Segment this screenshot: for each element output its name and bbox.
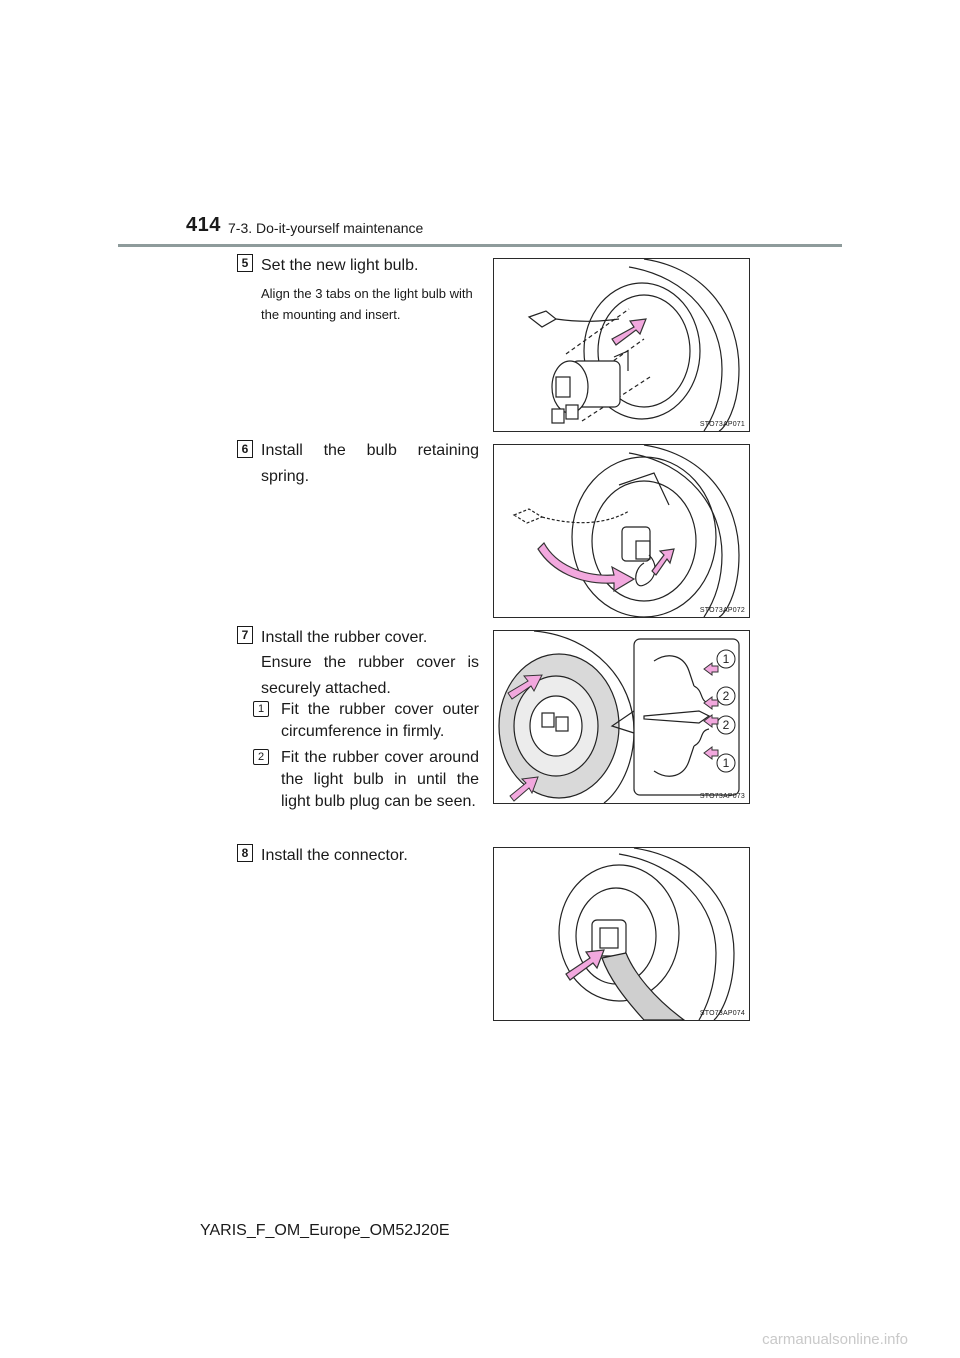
document-id: YARIS_F_OM_Europe_OM52J20E — [200, 1222, 450, 1239]
step-8-badge: 8 — [237, 844, 253, 862]
substep-2-text: Fit the rubber cover around the light bu… — [281, 749, 479, 810]
page-number: 414 — [186, 214, 221, 236]
step-6-badge: 6 — [237, 440, 253, 458]
substep-1-text: Fit the rubber cover outer circumference… — [281, 701, 479, 740]
figure-set-bulb: STO73AP071 — [493, 258, 750, 432]
step-7-title: Install the rubber cover. — [261, 629, 428, 646]
figure-retaining-spring: STO73AP072 — [493, 444, 750, 618]
arrow-icon — [651, 548, 675, 576]
watermark: carmanualsonline.info — [762, 1331, 908, 1348]
figure-code: STO73AP074 — [699, 1010, 745, 1017]
substep-1-badge: 1 — [253, 701, 269, 717]
wire-harness — [601, 952, 686, 1020]
arrow-icon — [509, 776, 539, 802]
figure-code: STO73AP073 — [699, 793, 745, 800]
step-5-title: Set the new light bulb. — [261, 257, 419, 274]
step-8-title: Install the connector. — [261, 847, 408, 864]
figure-connector: STO73AP074 — [493, 847, 750, 1021]
bulb-insert-illustration — [527, 259, 740, 431]
step-5-badge: 5 — [237, 254, 253, 272]
arrow-icon — [565, 949, 605, 981]
step-5-note: Align the 3 tabs on the light bulb with … — [261, 286, 473, 322]
callout-2-bottom: 2 — [723, 718, 730, 732]
step-7-text: Ensure the rubber cover is securely atta… — [261, 654, 479, 697]
callout-1-top: 1 — [723, 652, 730, 666]
step-7-badge: 7 — [237, 626, 253, 644]
section-title: 7-3. Do-it-yourself maintenance — [228, 220, 424, 236]
rotate-arrow-icon — [537, 542, 636, 593]
figure-code: STO73AP072 — [699, 607, 745, 614]
connector-illustration — [558, 848, 735, 1020]
spring-illustration — [512, 445, 740, 617]
arrow-icon — [611, 318, 647, 346]
callout-2-top: 2 — [723, 689, 730, 703]
substep-2-badge: 2 — [253, 749, 269, 765]
step-6-title: Install the bulb retaining spring. — [261, 442, 479, 485]
callout-1-bottom: 1 — [723, 756, 730, 770]
rubber-cover-illustration: 1 2 2 1 — [498, 631, 740, 803]
header-divider — [118, 244, 842, 247]
figure-code: STO73AP071 — [699, 421, 745, 428]
figure-rubber-cover: 1 2 2 1 STO73AP073 — [493, 630, 750, 804]
arrow-icon — [507, 674, 543, 700]
